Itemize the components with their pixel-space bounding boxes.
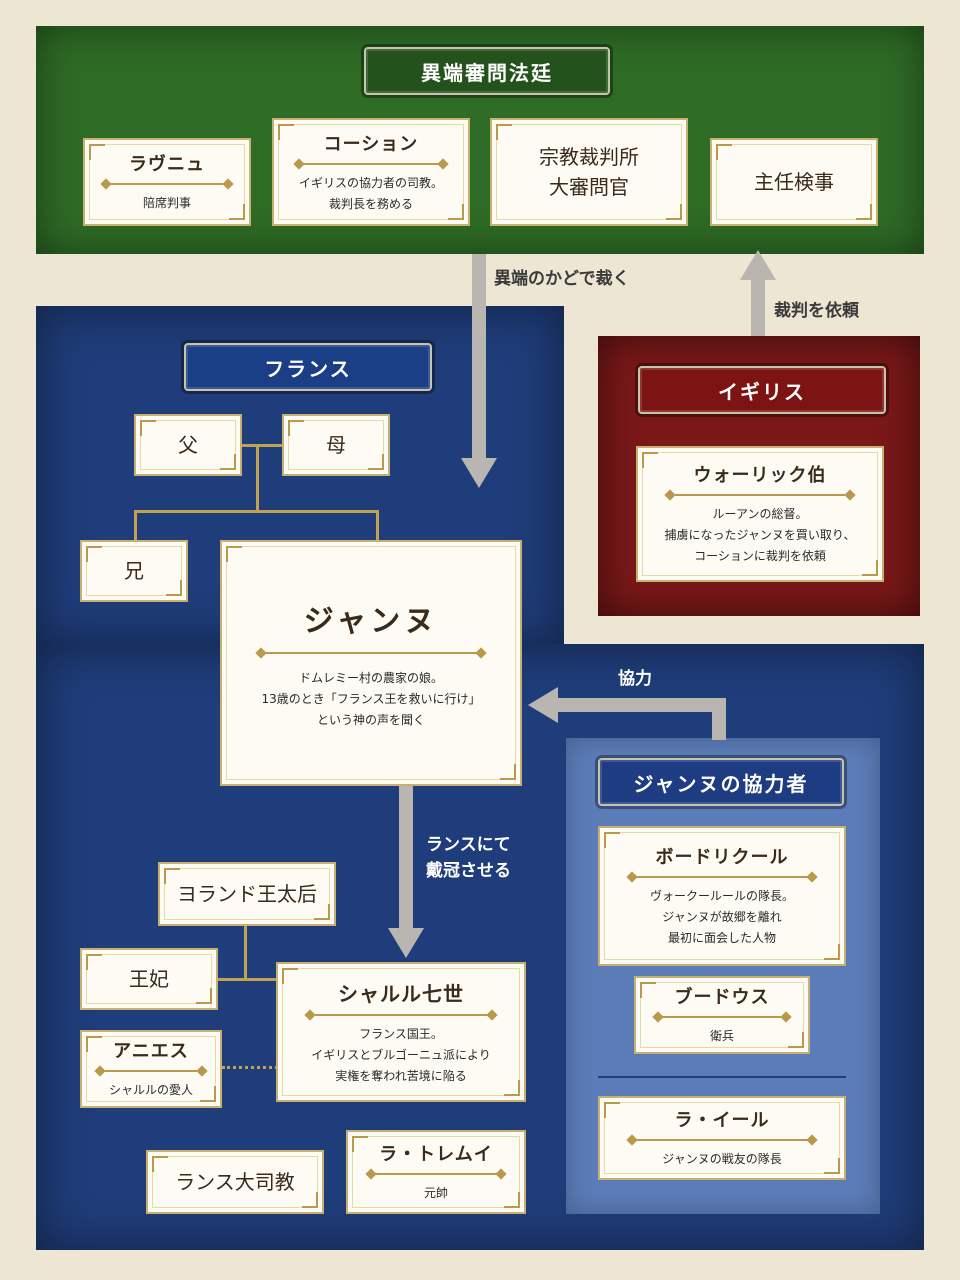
charles-desc-1: フランス国王。 — [359, 1026, 443, 1041]
brother-name: 兄 — [124, 559, 144, 583]
father-card: 父 — [134, 414, 242, 476]
charles-desc-3: 実権を奪われ苦境に陥る — [335, 1068, 467, 1083]
coronation-arrow-shaft — [399, 786, 413, 932]
warwick-desc-2: 捕虜になったジャンヌを買い取り、 — [664, 528, 856, 542]
request-arrow-head — [740, 250, 776, 280]
court-connector — [196, 978, 280, 981]
england-banner: イギリス — [638, 366, 886, 414]
france-label: フランス — [264, 356, 352, 381]
baudricourt-desc-2: ジャンヌが故郷を離れ — [662, 910, 782, 924]
baudricourt-name: ボードリクール — [655, 847, 789, 868]
cauchon-card: コーション イギリスの協力者の司教。 裁判長を務める — [272, 118, 470, 226]
lahire-card: ラ・イール ジャンヌの戦友の隊長 — [598, 1096, 846, 1180]
warwick-card: ウォーリック伯 ルーアンの総督。 捕虜になったジャンヌを買い取り、 コーションに… — [636, 446, 884, 582]
archbishop-name: ランス大司教 — [175, 1170, 295, 1194]
divider — [658, 1016, 786, 1018]
charles-card: シャルル七世 フランス国王。 イギリスとブルゴーニュ派により 実権を奪われ苦境に… — [276, 962, 526, 1102]
jeanne-desc-3: という神の声を聞く — [316, 712, 425, 727]
divider — [669, 494, 851, 496]
lavenu-card: ラヴニュ 陪席判事 — [83, 138, 251, 226]
cauchon-name: コーション — [323, 133, 419, 155]
family-connector — [134, 510, 137, 542]
boudous-card: ブードウス 衛兵 — [634, 976, 810, 1054]
request-arrow-label: 裁判を依頼 — [774, 301, 859, 321]
boudous-name: ブードウス — [674, 987, 770, 1008]
warwick-name: ウォーリック伯 — [693, 465, 827, 486]
coronation-label-1: ランスにて — [426, 835, 511, 855]
france-banner: フランス — [184, 343, 432, 391]
divider — [260, 651, 482, 654]
request-arrow-shaft — [751, 278, 765, 336]
england-label: イギリス — [718, 379, 806, 404]
lavenu-desc: 陪席判事 — [142, 196, 191, 210]
agnes-card: アニエス シャルルの愛人 — [80, 1030, 222, 1108]
father-name: 父 — [178, 433, 198, 457]
jeanne-desc-1: ドムレミー村の農家の娘。 — [298, 670, 443, 685]
prosecutor-name: 主任検事 — [754, 170, 834, 194]
warwick-desc-1: ルーアンの総督。 — [712, 507, 808, 521]
mother-name: 母 — [326, 433, 346, 457]
divider — [309, 1013, 493, 1016]
brother-card: 兄 — [80, 540, 188, 602]
cauchon-desc-2: 裁判長を務める — [328, 196, 413, 211]
divider — [99, 1070, 203, 1072]
divider — [106, 183, 228, 185]
agnes-name: アニエス — [113, 1041, 189, 1062]
heresy-arrow-shaft — [472, 254, 486, 460]
cooperate-arrow-horizontal — [556, 698, 726, 712]
jeanne-card: ジャンヌ ドムレミー村の農家の娘。 13歳のとき「フランス王を救いに行け」 とい… — [220, 540, 522, 786]
tremoille-name: ラ・トレムイ — [379, 1144, 493, 1165]
cooperate-arrow-label: 協力 — [618, 669, 652, 689]
charles-desc-2: イギリスとブルゴーニュ派により — [311, 1047, 491, 1062]
queen-card: 王妃 — [80, 948, 218, 1010]
tremoille-desc: 元帥 — [423, 1186, 448, 1200]
baudricourt-card: ボードリクール ヴォークールールの隊長。 ジャンヌが故郷を離れ 最初に面会した人… — [598, 826, 846, 966]
family-connector — [376, 510, 379, 542]
cooperate-arrow-head — [528, 687, 558, 723]
warwick-desc-3: コーションに裁判を依頼 — [694, 549, 826, 563]
agnes-dotted-connector — [222, 1066, 278, 1069]
prosecutor-card: 主任検事 — [710, 138, 878, 226]
lahire-name: ラ・イール — [674, 1110, 770, 1131]
divider — [631, 876, 813, 878]
divider — [299, 162, 443, 165]
heresy-arrow-label: 異端のかどで裁く — [494, 269, 630, 289]
allies-label: ジャンヌの協力者 — [633, 771, 809, 796]
charles-name: シャルル七世 — [338, 981, 464, 1006]
baudricourt-desc-3: 最初に面会した人物 — [667, 931, 776, 945]
baudricourt-desc-1: ヴォークールールの隊長。 — [649, 889, 794, 903]
inquisition-label: 異端審問法廷 — [421, 60, 553, 85]
inquisition-banner: 異端審問法廷 — [364, 47, 610, 95]
inquisitor-line-2: 大審問官 — [549, 175, 629, 199]
heresy-arrow-head — [461, 458, 497, 488]
family-connector — [256, 444, 259, 512]
divider — [631, 1139, 813, 1141]
tremoille-card: ラ・トレムイ 元帥 — [346, 1130, 526, 1214]
divider — [370, 1173, 502, 1175]
yolande-card: ヨランド王太后 — [158, 862, 336, 926]
inquisitor-card: 宗教裁判所 大審問官 — [490, 118, 688, 226]
cauchon-desc-1: イギリスの協力者の司教。 — [298, 175, 443, 190]
yolande-name: ヨランド王太后 — [177, 882, 317, 906]
queen-name: 王妃 — [129, 967, 169, 991]
allies-banner: ジャンヌの協力者 — [598, 758, 844, 806]
jeanne-desc-2: 13歳のとき「フランス王を救いに行け」 — [261, 691, 481, 706]
allies-divider-line — [598, 1076, 846, 1078]
archbishop-card: ランス大司教 — [146, 1150, 324, 1214]
jeanne-name: ジャンヌ — [303, 603, 439, 639]
lahire-desc: ジャンヌの戦友の隊長 — [662, 1152, 782, 1166]
court-connector — [244, 926, 247, 980]
inquisitor-line-1: 宗教裁判所 — [539, 145, 639, 169]
family-connector — [134, 510, 378, 513]
coronation-label-2: 戴冠させる — [426, 861, 511, 881]
lavenu-name: ラヴニュ — [129, 154, 205, 175]
agnes-desc: シャルルの愛人 — [108, 1083, 193, 1097]
coronation-arrow-head — [388, 928, 424, 958]
boudous-desc: 衛兵 — [709, 1029, 734, 1043]
mother-card: 母 — [282, 414, 390, 476]
